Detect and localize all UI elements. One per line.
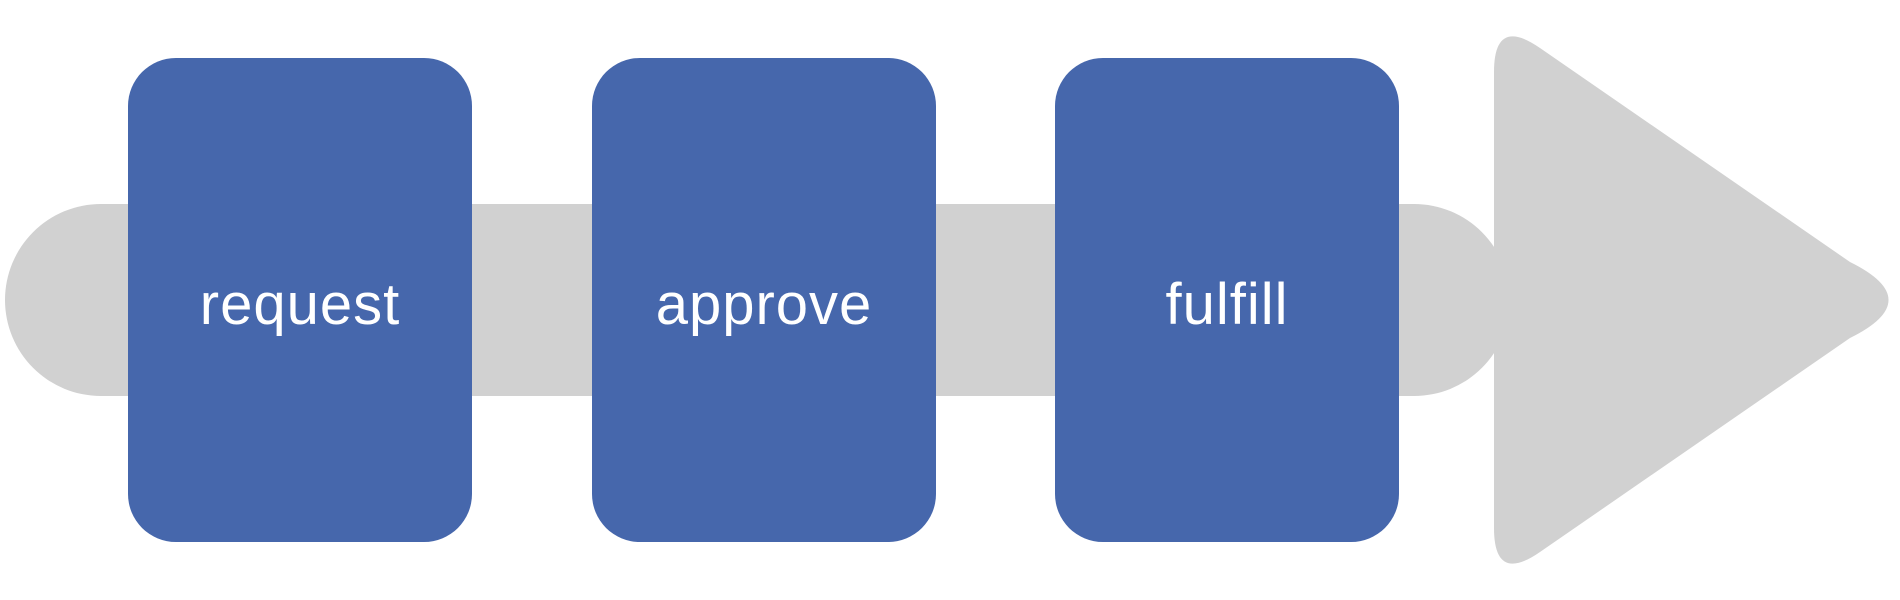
step-approve-label: approve [655,271,873,337]
step-request-label: request [199,271,401,337]
step-request: request [128,58,472,542]
step-approve: approve [592,58,936,542]
step-fulfill: fulfill [1055,58,1399,542]
step-fulfill-label: fulfill [1165,271,1289,337]
arrow-head-icon [1494,36,1889,564]
